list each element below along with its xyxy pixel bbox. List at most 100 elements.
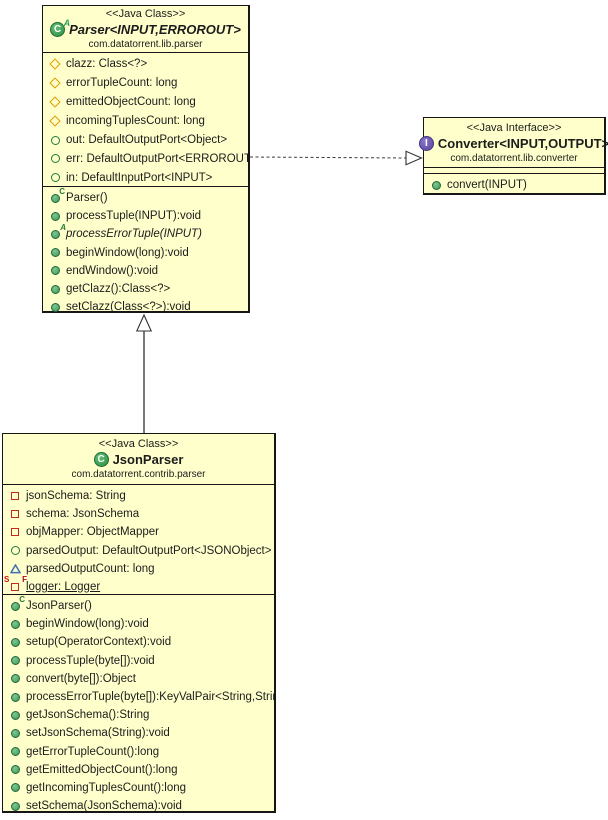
method-row-label: getClazz():Class<?> [66,283,171,296]
package-name: com.datatorrent.lib.converter [450,152,578,164]
public-method-icon [9,636,21,648]
method-row-label: setup(OperatorContext):void [26,636,172,649]
field-row: errorTupleCount: long [43,74,248,93]
method-row-label: setClazz(Class<?>):void [66,301,191,313]
method-row-label: getEmittedObjectCount():long [26,763,178,776]
public-method-icon [9,764,21,776]
field-row-label: errorTupleCount: long [66,77,178,90]
package-name: com.datatorrent.lib.parser [88,39,203,50]
method-row: setJsonSchema(String):void [3,724,274,742]
method-row: convert(byte[]):Object [3,670,274,688]
public-method-icon [49,283,61,295]
field-row: parsedOutput: DefaultOutputPort<JSONObje… [3,542,274,560]
public-method-icon [9,800,21,812]
method-row-label: processErrorTuple(INPUT) [66,228,202,241]
methods-compartment: convert(INPUT) [424,173,604,196]
field-row: out: DefaultOutputPort<Object> [43,131,248,150]
method-row-label: convert(byte[]):Object [26,672,136,685]
public-method-icon [9,782,21,794]
fields-compartment [424,167,604,173]
method-row-label: JsonParser() [26,600,92,613]
method-row: getIncomingTuplesCount():long [3,779,274,797]
class-name: Parser<INPUT,ERROROUT> [69,22,241,37]
generalization-arrow-jsonparser-to-parser [135,313,153,433]
public-method-icon [49,265,61,277]
method-row: endWindow():void [43,262,248,280]
public-method-icon: C [9,596,25,612]
constructor-decorator-icon: C [19,595,25,605]
static-decorator-icon: S [4,575,10,585]
public-field-icon [49,134,61,146]
private-field-icon [9,526,21,538]
method-row-label: processTuple(byte[]):void [26,654,155,667]
public-method-icon [9,746,21,758]
public-method-icon [49,210,61,222]
field-row: in: DefaultInputPort<INPUT> [43,168,248,186]
private-field-icon [9,508,21,520]
public-field-icon [9,545,21,557]
method-row: setup(OperatorContext):void [3,633,274,651]
stereotype-label: <<Java Interface>> [466,121,562,134]
private-field-icon [9,490,21,502]
constructor-decorator-icon: C [59,187,65,197]
public-method-icon [49,247,61,259]
field-row-label: err: DefaultOutputPort<ERROROUT> [66,152,248,165]
protected-field-icon [49,77,61,89]
field-row-label: objMapper: ObjectMapper [26,526,159,539]
method-row-label: beginWindow(long):void [26,618,149,631]
method-row: getClazz():Class<?> [43,280,248,298]
public-method-icon [49,301,61,313]
class-icon: C [93,452,109,467]
class-name: JsonParser [112,452,184,467]
stereotype-label: <<Java Class>> [98,438,179,450]
protected-field-icon [49,115,61,127]
field-row: parsedOutputCount: long [3,560,274,578]
method-row-label: getJsonSchema():String [26,709,150,722]
public-method-icon: C [49,188,65,204]
public-field-icon [49,172,61,184]
field-row: clazz: Class<?> [43,55,248,74]
public-method-icon: A [49,224,66,240]
field-row: incomingTuplesCount: long [43,112,248,131]
method-row: convert(INPUT) [424,176,604,194]
method-row: processTuple(byte[]):void [3,652,274,670]
public-field-icon [49,153,61,165]
field-row-label: clazz: Class<?> [66,58,148,71]
method-row-label: convert(INPUT) [447,179,527,192]
package-field-icon [9,563,21,575]
protected-field-icon [49,96,61,108]
method-row-label: Parser() [66,192,108,205]
method-row: setSchema(JsonSchema):void [3,797,274,814]
field-row-label: out: DefaultOutputPort<Object> [66,134,228,146]
method-row: setClazz(Class<?>):void [43,298,248,313]
method-row: processTuple(INPUT):void [43,207,248,225]
field-row-label: logger: Logger [26,581,101,594]
field-row-label: schema: JsonSchema [26,508,140,521]
field-row: schema: JsonSchema [3,505,274,523]
abstract-decorator-icon: A [63,18,71,28]
method-row: beginWindow(long):void [3,615,274,633]
method-row: getJsonSchema():String [3,706,274,724]
public-method-icon [9,691,21,703]
public-method-icon [9,727,21,739]
method-row-label: processErrorTuple(byte[]):KeyValPair<Str… [26,691,274,704]
method-row-label: endWindow():void [66,264,159,277]
method-row-label: beginWindow(long):void [66,246,189,259]
method-row: getErrorTupleCount():long [3,743,274,761]
